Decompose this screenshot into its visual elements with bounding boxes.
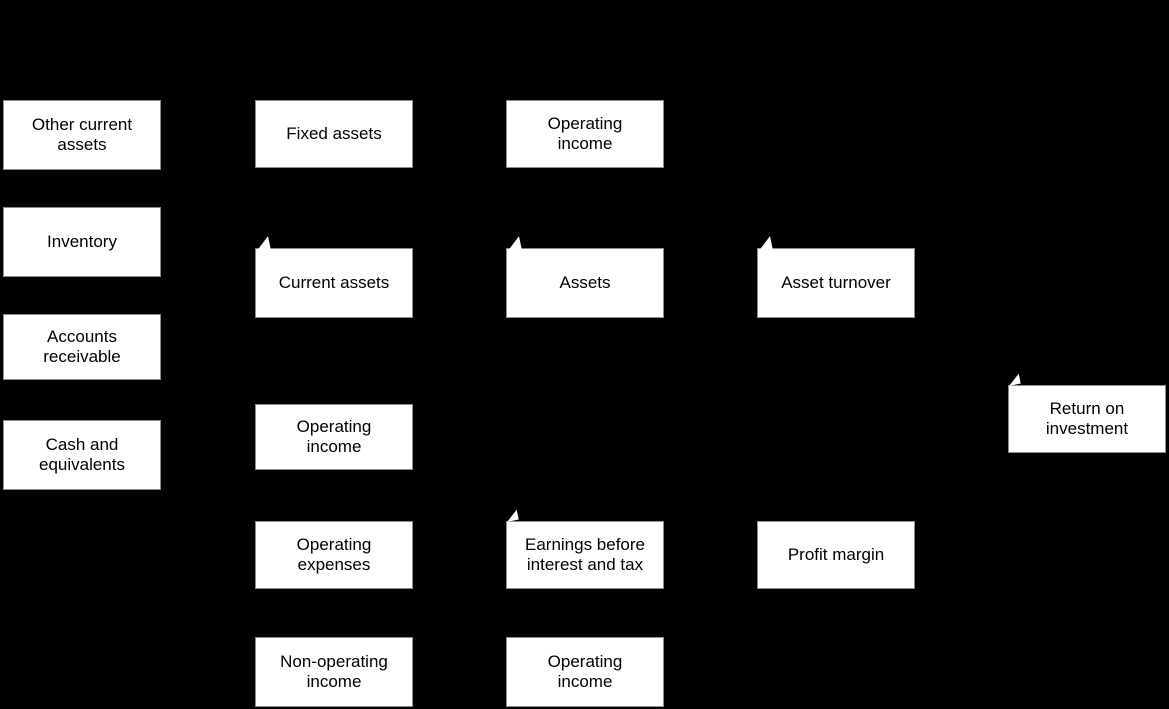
node-label: Asset turnover [781,272,891,292]
node-assets[interactable]: Assets [506,248,664,318]
node-other-current-assets[interactable]: Other current assets [3,100,161,170]
node-return-on-investment[interactable]: Return on investment [1008,385,1166,453]
node-operating-income-col3-bottom[interactable]: Operating income [506,637,664,707]
node-cash-and-equivalents[interactable]: Cash and equivalents [3,420,161,490]
node-profit-margin[interactable]: Profit margin [757,521,915,589]
node-operating-income-col3-top[interactable]: Operating income [506,100,664,168]
node-label: Cash and equivalents [38,434,125,474]
node-operating-expenses[interactable]: Operating expenses [255,521,413,589]
node-label: Assets [559,272,611,292]
node-label: Return on investment [1045,398,1129,438]
node-operating-income-col2[interactable]: Operating income [255,404,413,470]
node-asset-turnover[interactable]: Asset turnover [757,248,915,318]
node-label: Operating income [547,651,623,691]
node-fixed-assets[interactable]: Fixed assets [255,100,413,168]
node-accounts-receivable[interactable]: Accounts receivable [3,314,161,380]
node-label: Fixed assets [286,123,382,143]
node-non-operating-income[interactable]: Non-operating income [255,637,413,707]
node-label: Operating expenses [296,534,372,574]
node-inventory[interactable]: Inventory [3,207,161,277]
node-label: Operating income [296,416,372,456]
node-label: Current assets [278,272,390,292]
node-label: Profit margin [787,544,885,564]
node-label: Other current assets [31,114,133,154]
node-label: Operating income [547,113,623,153]
node-current-assets[interactable]: Current assets [255,248,413,318]
node-label: Non-operating income [280,651,388,691]
node-earnings-before-interest-and-tax[interactable]: Earnings before interest and tax [506,521,664,589]
node-label: Earnings before interest and tax [524,534,646,574]
node-label: Accounts receivable [43,326,121,366]
node-label: Inventory [47,231,117,251]
